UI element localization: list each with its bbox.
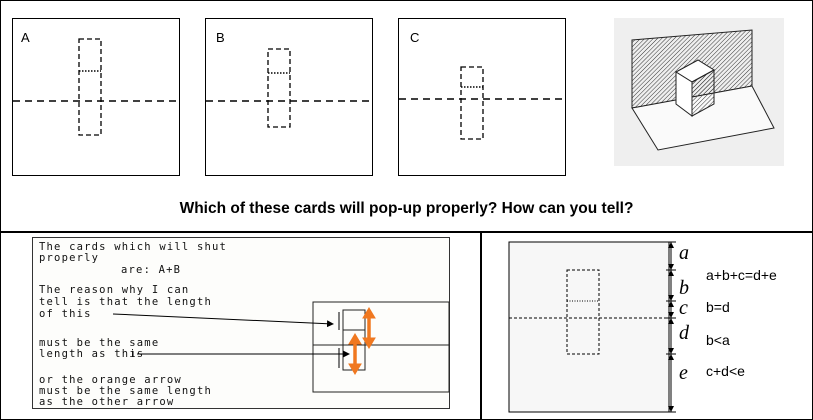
card-c: C bbox=[398, 18, 566, 176]
card-b: B bbox=[205, 18, 373, 176]
card-b-label: B bbox=[216, 30, 225, 45]
answer-line-8: length as this bbox=[39, 348, 145, 360]
relation-3: b<a bbox=[706, 332, 730, 348]
card-c-label: C bbox=[410, 30, 420, 45]
segment-label-e: e bbox=[679, 362, 688, 384]
card-c-drawing bbox=[399, 66, 565, 140]
segment-label-a: a bbox=[679, 242, 689, 264]
answer-line-11: as the other arrow bbox=[39, 396, 175, 408]
answer-line-6: of this bbox=[39, 308, 92, 320]
answer-line-10: must be the same length bbox=[39, 385, 212, 397]
measurement-diagram bbox=[508, 241, 676, 413]
segment-label-c: c bbox=[679, 297, 688, 319]
segment-label-d: d bbox=[679, 322, 689, 344]
card-a-drawing bbox=[13, 38, 179, 136]
card-a: A bbox=[12, 18, 180, 176]
segment-label-b: b bbox=[679, 277, 689, 299]
card-a-label: A bbox=[21, 30, 30, 45]
popup-illustration bbox=[614, 18, 784, 166]
question-text: Which of these cards will pop-up properl… bbox=[179, 200, 634, 217]
answer-line-7: must be the same bbox=[39, 337, 160, 349]
answer-line-1: The cards which will shut bbox=[39, 241, 228, 253]
answer-sketch bbox=[112, 301, 450, 393]
card-b-drawing bbox=[206, 48, 372, 128]
answer-line-2: properly bbox=[39, 252, 100, 264]
relation-1: a+b+c=d+e bbox=[706, 267, 777, 283]
popup-sketch bbox=[631, 29, 775, 151]
answer-line-5: tell is that the length bbox=[39, 296, 212, 308]
answer-line-9: or the orange arrow bbox=[39, 374, 182, 386]
answer-line-3: are: A+B bbox=[121, 264, 182, 276]
answer-line-4: The reason why I can bbox=[39, 284, 190, 296]
relation-4: c+d<e bbox=[706, 363, 745, 379]
relation-2: b=d bbox=[706, 299, 730, 315]
student-answer-sheet: The cards which will shut properly are: … bbox=[32, 237, 450, 409]
